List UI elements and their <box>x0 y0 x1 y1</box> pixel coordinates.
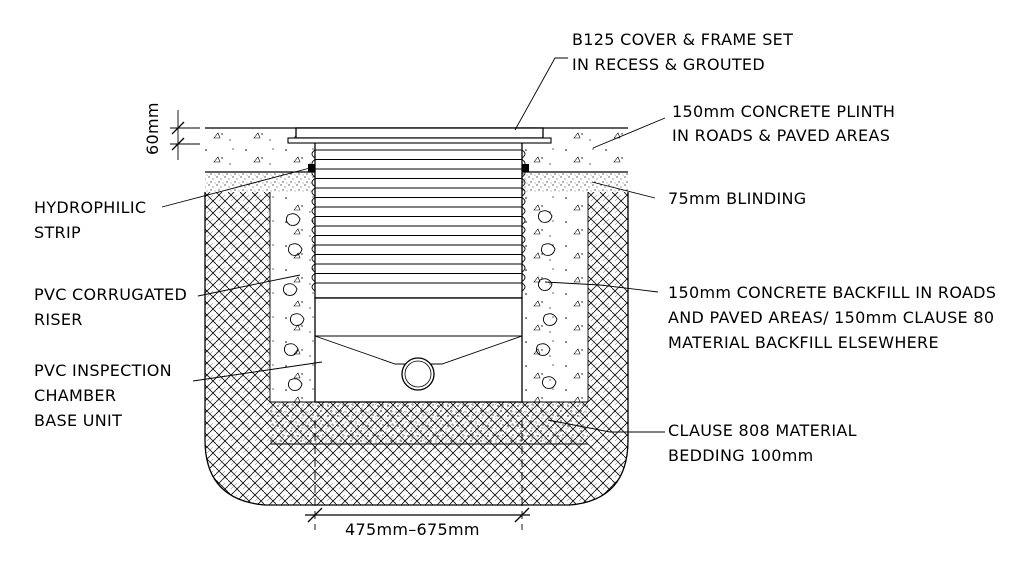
corrugation-bump <box>521 216 526 225</box>
corrugation-bump <box>311 235 316 244</box>
label-cover-1: B125 COVER & FRAME SET <box>572 30 793 49</box>
corrugation-bump <box>311 149 316 159</box>
corrugation-bump <box>521 254 526 263</box>
hydrophilic-strip-left <box>308 164 315 172</box>
dim-60mm: 60mm <box>143 102 200 160</box>
label-blinding: 75mm BLINDING <box>668 189 807 208</box>
backfill-left <box>270 192 315 402</box>
corrugation-bump <box>521 235 526 244</box>
bedding-layer <box>270 402 588 444</box>
label-hydrophilic-1: HYDROPHILIC <box>34 198 146 217</box>
corrugation-bump <box>311 282 316 292</box>
hydrophilic-strip-right <box>522 164 529 172</box>
label-base-3: BASE UNIT <box>34 411 122 430</box>
label-plinth-2: IN ROADS & PAVED AREAS <box>672 126 890 145</box>
dim-depth-label: 60mm <box>143 102 162 155</box>
backfill-right <box>522 192 588 402</box>
label-hydrophilic-2: STRIP <box>34 223 81 242</box>
label-base-1: PVC INSPECTION <box>34 361 172 380</box>
corrugation-bump <box>521 244 526 254</box>
corrugation-bump <box>521 263 526 273</box>
corrugation-bump <box>521 206 526 216</box>
label-bedding-1: CLAUSE 808 MATERIAL <box>668 421 857 440</box>
corrugation-bump <box>311 178 316 187</box>
corrugation-bump <box>521 178 526 187</box>
corrugation-bump <box>521 149 526 159</box>
corrugation-bump <box>311 187 316 197</box>
corrugation-bump <box>311 244 316 254</box>
label-base-2: CHAMBER <box>34 386 116 405</box>
dim-width: 475mm–675mm <box>305 420 530 539</box>
label-plinth-1: 150mm CONCRETE PLINTH <box>672 102 895 121</box>
label-cover-2: IN RECESS & GROUTED <box>572 55 765 74</box>
dim-width-label: 475mm–675mm <box>345 520 480 539</box>
label-backfill-3: MATERIAL BACKFILL ELSEWHERE <box>668 333 939 352</box>
corrugation-bump <box>311 263 316 273</box>
corrugation-bump <box>311 254 316 263</box>
backfill-aggregate <box>282 210 558 391</box>
corrugated-riser <box>314 141 523 299</box>
corrugation-bump <box>311 206 316 216</box>
cover-frame <box>295 127 544 139</box>
corrugation-bump <box>311 225 316 235</box>
corrugation-bump <box>521 225 526 235</box>
corrugation-bump <box>521 273 526 282</box>
label-backfill-2: AND PAVED AREAS/ 150mm CLAUSE 80 <box>668 308 994 327</box>
riser-corrugations <box>311 149 526 292</box>
leader-lines <box>161 57 666 433</box>
label-backfill-1: 150mm CONCRETE BACKFILL IN ROADS <box>668 283 996 302</box>
label-riser-2: RISER <box>34 310 83 329</box>
corrugation-bump <box>521 282 526 292</box>
corrugation-bump <box>521 197 526 206</box>
corrugation-bump <box>521 187 526 197</box>
corrugation-bump <box>311 273 316 282</box>
pipe-outlet <box>401 357 435 391</box>
label-bedding-2: BEDDING 100mm <box>668 446 814 465</box>
corrugation-bump <box>311 197 316 206</box>
label-riser-1: PVC CORRUGATED <box>34 285 187 304</box>
corrugation-bump <box>311 216 316 225</box>
